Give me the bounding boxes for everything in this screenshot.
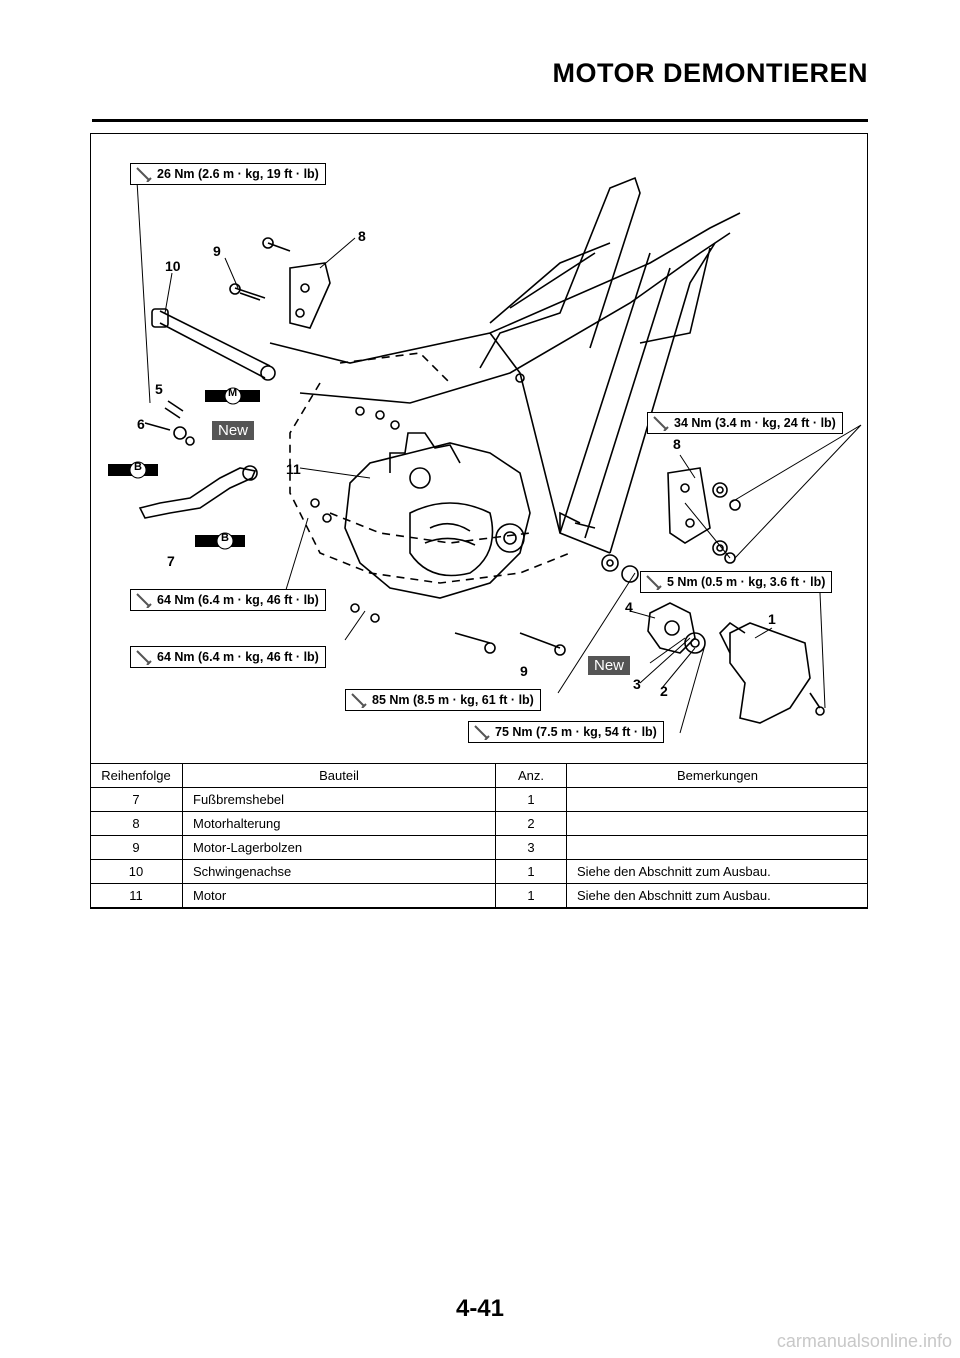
callout-9b: 9 bbox=[520, 663, 528, 679]
lube-m-label: M bbox=[228, 387, 238, 399]
torque-label-7: 75 Nm (7.5 m · kg, 54 ft · lb) bbox=[468, 721, 664, 743]
new-part-badge: New bbox=[588, 656, 631, 675]
torque-label-6: 85 Nm (8.5 m · kg, 61 ft · lb) bbox=[345, 689, 541, 711]
engine-frame-illustration bbox=[136, 176, 862, 734]
column-header: Bauteil bbox=[182, 763, 496, 788]
callout-8: 8 bbox=[358, 228, 366, 244]
column-header: Bemerkungen bbox=[566, 763, 868, 788]
callout-2: 2 bbox=[660, 683, 668, 699]
new-part-badge: New bbox=[212, 421, 255, 440]
lube-b-label: B bbox=[221, 532, 229, 544]
callout-5: 5 bbox=[155, 381, 163, 397]
torque-wrench-icon bbox=[136, 167, 152, 182]
column-header: Anz. bbox=[495, 763, 567, 788]
content-frame bbox=[90, 133, 868, 909]
torque-wrench-icon bbox=[474, 725, 490, 740]
lube-b-arrow-icon bbox=[108, 461, 158, 479]
torque-wrench-icon bbox=[351, 693, 367, 708]
page-title: MOTOR DEMONTIEREN bbox=[552, 58, 868, 88]
table-row: 10 Schwingenachse 1 Siehe den Abschnitt … bbox=[90, 859, 868, 884]
torque-label-1: 26 Nm (2.6 m · kg, 19 ft · lb) bbox=[130, 163, 326, 185]
callout-8b: 8 bbox=[673, 436, 681, 452]
table-row: 7 Fußbremshebel 1 bbox=[90, 787, 868, 812]
torque-wrench-icon bbox=[646, 575, 662, 590]
exploded-diagram: 26 Nm (2.6 m · kg, 19 ft · lb) 34 Nm (3.… bbox=[90, 133, 868, 763]
torque-wrench-icon bbox=[136, 650, 152, 665]
torque-wrench-icon bbox=[136, 593, 152, 608]
torque-label-4: 64 Nm (6.4 m · kg, 46 ft · lb) bbox=[130, 589, 326, 611]
torque-wrench-icon bbox=[653, 416, 669, 431]
callout-4: 4 bbox=[625, 599, 633, 615]
parts-table: Reihenfolge Bauteil Anz. Bemerkungen 7 F… bbox=[90, 763, 868, 908]
torque-label-2: 34 Nm (3.4 m · kg, 24 ft · lb) bbox=[647, 412, 843, 434]
lube-b-arrow-icon bbox=[195, 532, 245, 550]
table-row: 11 Motor 1 Siehe den Abschnitt zum Ausba… bbox=[90, 883, 868, 908]
lube-m-arrow-icon bbox=[205, 387, 260, 405]
page-number: 4-41 bbox=[455, 1295, 505, 1322]
callout-11: 11 bbox=[286, 461, 301, 477]
callout-3: 3 bbox=[633, 676, 641, 692]
column-header: Reihenfolge bbox=[90, 763, 183, 788]
torque-label-5: 64 Nm (6.4 m · kg, 46 ft · lb) bbox=[130, 646, 326, 668]
table-row: 8 Motorhalterung 2 bbox=[90, 811, 868, 836]
table-header-row: Reihenfolge Bauteil Anz. Bemerkungen bbox=[90, 763, 868, 788]
callout-7: 7 bbox=[167, 553, 175, 569]
lube-b-label: B bbox=[134, 461, 142, 473]
title-rule bbox=[92, 119, 868, 122]
callout-10: 10 bbox=[165, 258, 181, 274]
watermark: carmanualsonline.info bbox=[776, 1331, 952, 1351]
torque-label-3: 5 Nm (0.5 m · kg, 3.6 ft · lb) bbox=[640, 571, 833, 593]
table-row: 9 Motor-Lagerbolzen 3 bbox=[90, 835, 868, 860]
callout-6: 6 bbox=[137, 416, 145, 432]
callout-9: 9 bbox=[213, 243, 221, 259]
callout-1: 1 bbox=[768, 611, 776, 627]
